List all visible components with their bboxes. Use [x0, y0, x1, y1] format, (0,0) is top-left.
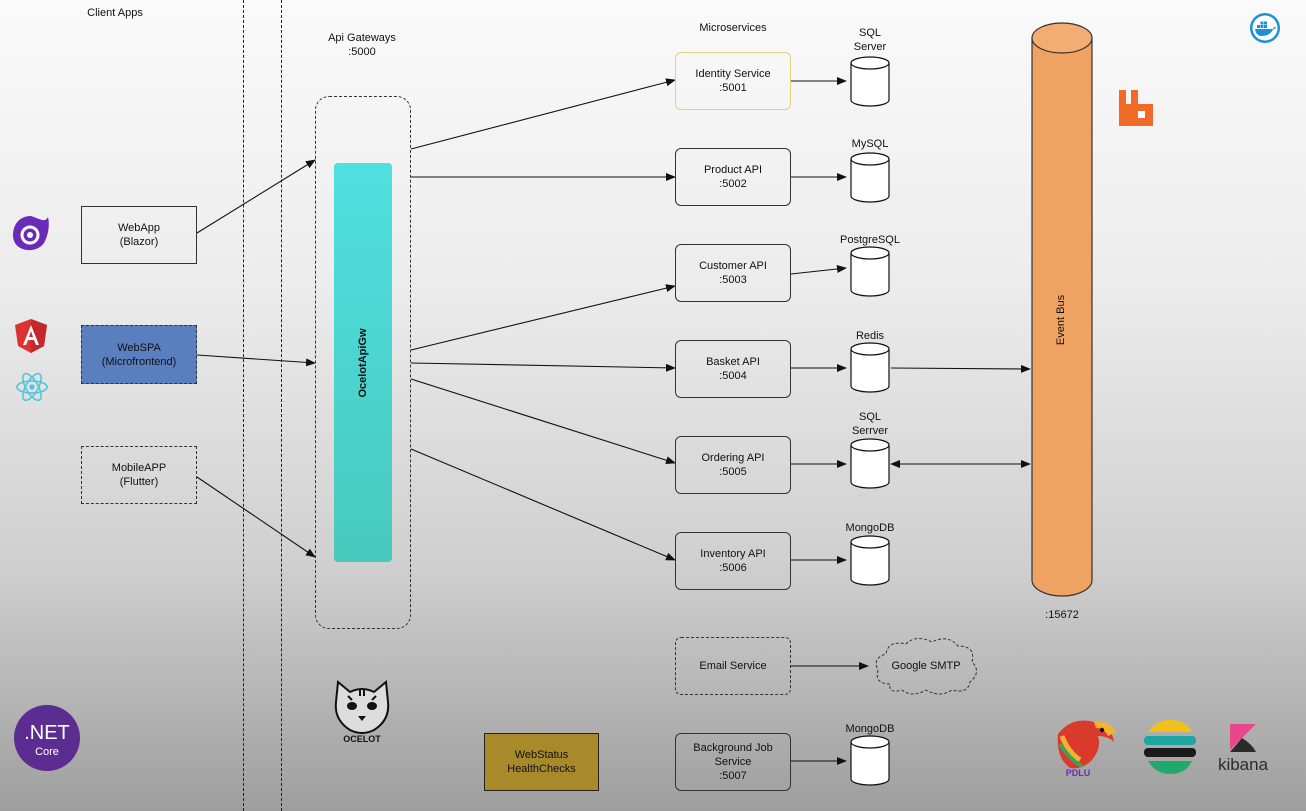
db-label-product: MySQL — [851, 138, 889, 150]
background-job-box: Background Job Service :5007 — [675, 733, 791, 791]
email-service-title: Email Service — [699, 660, 767, 672]
event-bus-cylinder — [1031, 22, 1093, 597]
seq-icon: PDLU — [1057, 720, 1116, 778]
ordering-api-port: :5005 — [719, 466, 747, 478]
product-api-port: :5002 — [719, 178, 747, 190]
webapp-box: WebApp (Blazor) — [81, 206, 197, 264]
webstatus-healthchecks-box: WebStatus HealthChecks — [484, 733, 599, 791]
docker-icon — [1250, 13, 1280, 43]
mobileapp-title: MobileAPP — [111, 462, 167, 474]
db-label-identity: SQL Server — [830, 26, 910, 54]
background-job-title: Background Job — [693, 742, 773, 754]
db-label-background: MongoDB — [845, 723, 895, 735]
event-bus-port: :15672 — [1045, 609, 1079, 621]
ordering-api-box: Ordering API :5005 — [675, 436, 791, 494]
background-job-port: :5007 — [719, 770, 747, 782]
dotnet-core-icon: .NET Core — [14, 705, 80, 771]
elastic-icon — [1144, 720, 1196, 774]
db-label-customer: PostgreSQL — [840, 234, 900, 246]
api-gateways-title: Api Gateways — [328, 32, 396, 44]
customer-api-title: Customer API — [699, 260, 767, 272]
db-label-identity-line1: SQL — [858, 27, 881, 39]
gateway-separator-line — [281, 0, 282, 811]
ordering-api-title: Ordering API — [701, 452, 765, 464]
mongodb-inventory-db-icon — [850, 535, 890, 586]
sql-server-db-icon — [850, 56, 890, 107]
ocelot-api-gw-label: OcelotApiGw — [357, 327, 369, 398]
webapp-title: WebApp — [118, 222, 160, 234]
db-label-identity-line2: Server — [853, 41, 887, 53]
client-apps-header: Client Apps — [87, 7, 143, 19]
identity-service-box: Identity Service :5001 — [675, 52, 791, 110]
mysql-db-icon — [850, 152, 890, 203]
seq-text: PDLU — [1066, 768, 1091, 778]
gateway-container — [315, 96, 411, 629]
angular-icon — [15, 319, 47, 353]
webapp-sub: (Blazor) — [119, 236, 159, 248]
mobileapp-box: MobileAPP (Flutter) — [81, 446, 197, 504]
sql-serrver-db-icon — [850, 438, 890, 489]
db-label-ordering: SQL Serrver — [830, 410, 910, 438]
mobileapp-sub: (Flutter) — [119, 476, 159, 488]
api-gateways-header: Api Gateways :5000 — [312, 31, 412, 59]
blazor-icon — [13, 216, 49, 251]
kibana-label: kibana — [1217, 755, 1269, 774]
webstatus-title: WebStatus — [514, 749, 569, 761]
inventory-api-box: Inventory API :5006 — [675, 532, 791, 590]
customer-api-port: :5003 — [719, 274, 747, 286]
api-gateways-port: :5000 — [348, 46, 376, 58]
client-separator-line — [243, 0, 244, 811]
dotnet-text: .NET — [24, 722, 70, 744]
webspa-sub: (Microfrontend) — [101, 355, 177, 368]
db-label-inventory: MongoDB — [845, 522, 895, 534]
postgresql-db-icon — [850, 246, 890, 297]
identity-service-port: :5001 — [719, 82, 747, 94]
basket-api-port: :5004 — [719, 370, 747, 382]
inventory-api-port: :5006 — [719, 562, 747, 574]
db-label-basket: Redis — [855, 330, 885, 342]
db-label-ordering-line2: Serrver — [851, 425, 889, 437]
kibana-icon — [1230, 724, 1256, 752]
ocelot-api-gw-bar: OcelotApiGw — [334, 163, 392, 562]
ocelot-icon: OCELOT — [334, 680, 390, 744]
basket-api-box: Basket API :5004 — [675, 340, 791, 398]
dotnet-core-text: Core — [35, 746, 59, 758]
basket-api-title: Basket API — [706, 356, 760, 368]
product-api-title: Product API — [703, 164, 763, 176]
react-icon — [16, 372, 48, 402]
healthchecks-title: HealthChecks — [507, 763, 576, 775]
google-smtp-label: Google SMTP — [891, 660, 961, 672]
webspa-title: WebSPA — [117, 341, 161, 354]
event-bus-label: Event Bus — [1055, 294, 1067, 346]
rabbitmq-icon — [1119, 90, 1153, 126]
customer-api-box: Customer API :5003 — [675, 244, 791, 302]
product-api-box: Product API :5002 — [675, 148, 791, 206]
mongodb-background-db-icon — [850, 735, 890, 786]
inventory-api-title: Inventory API — [700, 548, 766, 560]
ocelot-logo-text: OCELOT — [343, 734, 381, 744]
email-service-box: Email Service — [675, 637, 791, 695]
identity-service-title: Identity Service — [695, 68, 771, 80]
microservices-header: Microservices — [699, 22, 767, 34]
google-smtp-cloud-icon — [875, 638, 977, 695]
db-label-ordering-line1: SQL — [858, 411, 881, 423]
webspa-box: WebSPA (Microfrontend) — [81, 325, 197, 384]
redis-db-icon — [850, 342, 890, 393]
background-job-title2: Service — [714, 756, 752, 768]
